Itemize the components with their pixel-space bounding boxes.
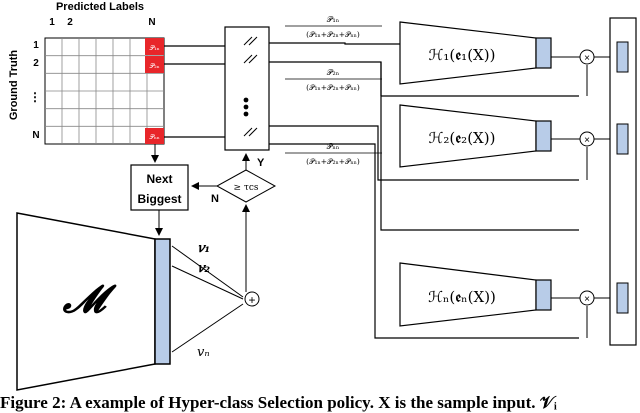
matrix-cell-label-2n: 𝒫₂ₙ [149,62,159,70]
fraction-2-denominator: (𝒫₁ₙ+𝒫₂ₙ+𝒫ₙₙ) [306,83,360,92]
matrix-cell-label-1n: 𝒫₁ₙ [149,44,159,52]
matrix-row-dots: ⋮ [29,90,41,104]
v2-to-sum-line [171,265,244,300]
ground-truth-label: Ground Truth [8,50,20,121]
expert-2-feature-bar [535,120,552,152]
output-feature-n [616,282,629,314]
expert-1-label: ℋ₁(𝖊₁(X)) [429,46,496,64]
multiply-node-1-symbol: × [584,53,590,64]
next-biggest-line1: Next [146,172,172,186]
multiply-node-n-symbol: × [584,294,590,305]
switch2-to-mult2-line [269,61,579,231]
confusion-matrix: Predicted Labels 1 2 N Ground Truth 1 2 … [8,1,165,145]
matrix-title: Predicted Labels [56,1,144,13]
threshold-yes-label: Y [257,157,265,169]
vn-to-sum-line [171,303,244,353]
fraction-1-numerator: 𝒫₁ₙ [327,15,340,24]
matrix-grid [44,37,165,145]
multiply-node-n: × [579,290,595,306]
expert-2: ℋ₂(𝖊₂(X)) [399,104,552,168]
v1-to-sum-line [171,245,244,298]
sum-node-symbol: + [248,293,255,307]
expert-1-feature-bar [535,37,552,69]
matrix-col-label-1: 1 [49,17,55,28]
matrix-cell-1n [145,38,164,55]
next-biggest-line2: Biggest [137,192,181,206]
multiply-node-2-symbol: × [584,135,590,146]
fraction-n: 𝒫ₙₙ (𝒫₁ₙ+𝒫₂ₙ+𝒫ₙₙ) [285,142,382,166]
next-biggest-box: Next Biggest [130,164,189,211]
switch-2 [243,54,258,64]
matrix-cell-label-nn: 𝒫ₙₙ [149,133,159,141]
fraction-1-denominator: (𝒫₁ₙ+𝒫₂ₙ+𝒫ₙₙ) [306,30,360,39]
switch-n [243,127,258,137]
matrix-col-label-2: 2 [67,17,73,28]
matrix-col-label-n: N [148,17,155,28]
multiply-node-1: × [579,49,595,65]
switch-dot-1 [243,97,249,103]
expert-n-feature-bar [535,279,552,311]
switch-box [224,26,270,151]
matrix-row-label-1: 1 [33,40,39,51]
switchn-feed-line [269,125,579,181]
expert-2-label: ℋ₂(𝖊₂(X)) [429,129,496,147]
switchn-to-multn-line [269,143,579,339]
threshold-label: ≥ τcs [233,183,258,193]
fraction-2: 𝒫₂ₙ (𝒫₁ₙ+𝒫₂ₙ+𝒫ₙₙ) [285,68,382,92]
switch-dot-3 [243,111,249,117]
fraction-n-denominator: (𝒫₁ₙ+𝒫₂ₙ+𝒫ₙₙ) [306,157,360,166]
fraction-n-numerator: 𝒫ₙₙ [327,142,340,151]
fraction-2-numerator: 𝒫₂ₙ [327,68,340,77]
matrix-row-label-2: 2 [33,58,39,69]
model-feature-bar [154,238,171,365]
expert-n: ℋₙ(𝖊ₙ(X)) [399,262,552,327]
multiply-node-2: × [579,131,595,147]
v1-label: 𝑣₁ [197,241,210,256]
switch-dot-2 [243,104,249,110]
hyper-class-selection-diagram: Predicted Labels 1 2 N Ground Truth 1 2 … [8,1,637,391]
threshold-no-label: N [211,193,219,205]
vn-label: 𝑣ₙ [197,345,210,360]
matrix-row-label-n: N [32,130,39,141]
output-column [609,17,637,346]
sum-node: + [244,291,260,307]
base-model: 𝓜 [16,212,171,391]
expert-1: ℋ₁(𝖊₁(X)) [399,21,552,85]
output-feature-2 [616,123,629,155]
switch1-to-expert1-line [269,42,400,45]
expert-n-label: ℋₙ(𝖊ₙ(X)) [428,288,496,306]
fraction-1: 𝒫₁ₙ (𝒫₁ₙ+𝒫₂ₙ+𝒫ₙₙ) [285,15,382,39]
figure-caption: Figure 2: A example of Hyper-class Selec… [0,393,557,412]
switch-1 [243,36,258,46]
matrix-cell-2n [145,56,164,73]
matrix-cell-nn [145,128,164,144]
threshold-diamond: ≥ τcs [215,169,277,203]
output-feature-1 [616,41,629,73]
